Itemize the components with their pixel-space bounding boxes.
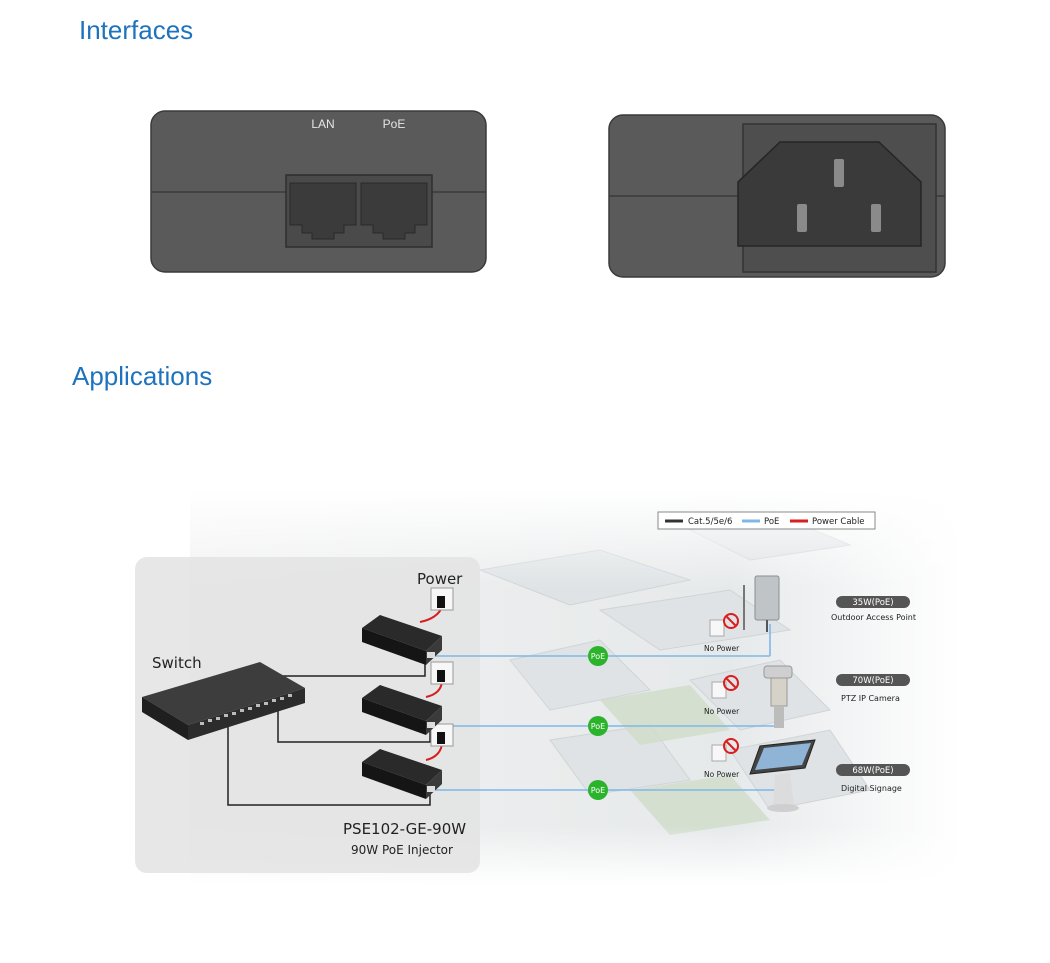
switch-label: Switch	[152, 654, 202, 672]
device-name-ap: Outdoor Access Point	[831, 613, 916, 622]
product-description: 90W PoE Injector	[351, 843, 453, 857]
digital-signage-icon	[749, 739, 816, 812]
device-name-camera: PTZ IP Camera	[841, 694, 900, 703]
legend-poe-label: PoE	[764, 517, 779, 527]
device-name-signage: Digital Signage	[841, 784, 902, 793]
legend-cat-label: Cat.5/5e/6	[688, 517, 732, 527]
ptz-camera-icon	[763, 665, 793, 728]
interfaces-heading: Interfaces	[79, 15, 194, 45]
device-power-badge	[836, 596, 910, 776]
no-power-label-3: No Power	[704, 770, 740, 779]
power-socket-icon	[430, 587, 454, 747]
poe-label: PoE	[383, 117, 406, 131]
lan-label: LAN	[311, 117, 334, 131]
product-model: PSE102-GE-90W	[343, 820, 466, 838]
outdoor-access-point-icon	[743, 575, 780, 632]
application-diagram: Cat.5/5e/6 PoE Power Cable	[135, 490, 960, 885]
no-power-icon	[709, 613, 739, 762]
ac-power-inlet-panel	[608, 114, 946, 278]
legend-power-label: Power Cable	[812, 517, 865, 527]
poe-badge-label-3: PoE	[591, 786, 606, 795]
applications-heading: Applications	[72, 361, 213, 391]
switch-icon	[142, 662, 305, 740]
poe-badge-label-1: PoE	[591, 652, 606, 661]
poe-badge-label-2: PoE	[591, 722, 606, 731]
no-power-label-1: No Power	[704, 644, 740, 653]
device-power-ap: 35W(PoE)	[852, 598, 893, 608]
power-label: Power	[417, 570, 463, 588]
no-power-label-2: No Power	[704, 707, 740, 716]
device-power-camera: 70W(PoE)	[852, 676, 893, 686]
legend: Cat.5/5e/6 PoE Power Cable	[657, 511, 876, 530]
device-power-signage: 68W(PoE)	[852, 766, 893, 776]
poe-badge	[588, 646, 608, 800]
poe-injector-icon	[362, 615, 442, 799]
lan-poe-port-panel: LAN PoE	[150, 110, 487, 273]
